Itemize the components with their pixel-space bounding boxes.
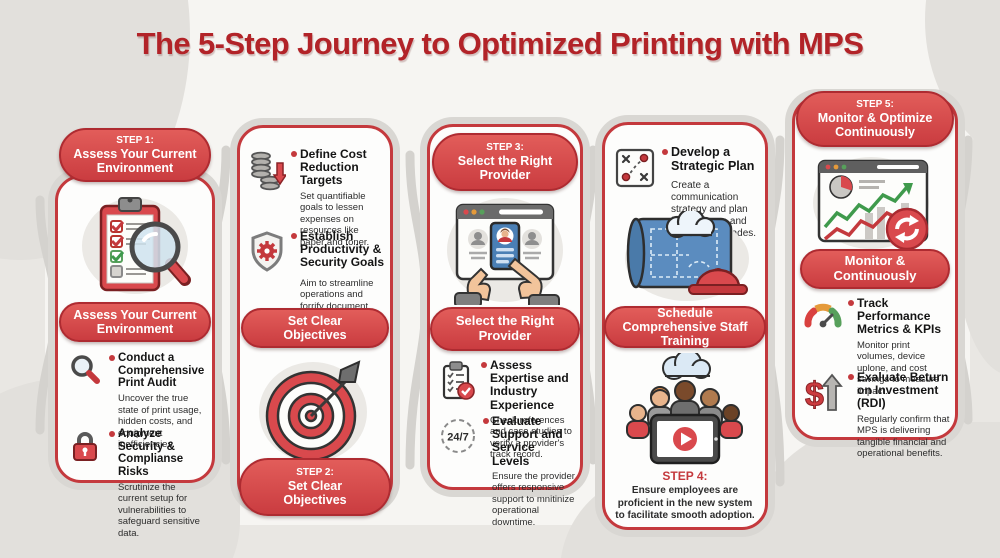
list-item: 24/7 Evaluate Support and Service Levels… xyxy=(438,414,575,529)
panel-step-4: Develop a Strategic Plan Create a commun… xyxy=(602,122,768,530)
step2-bottom-badge: STEP 2: Set Clear Objectives xyxy=(239,458,391,516)
panel-step-2: Define Cost Reduction Targets Set quanti… xyxy=(237,125,393,516)
step5-top-badge: STEP 5: Monitor & Optimize Continuously xyxy=(796,91,954,147)
page-title: The 5-Step Journey to Optimized Printing… xyxy=(136,26,864,61)
blueprint-hardhat-illustration xyxy=(615,207,755,308)
gauge-icon xyxy=(803,297,843,330)
step2-label: STEP 2: xyxy=(296,467,334,479)
panel-step-3: STEP 3: Select the Right Provider xyxy=(427,124,583,528)
lock-icon xyxy=(66,428,104,463)
target-dart-illustration xyxy=(255,354,375,471)
clipboard-magnifier-illustration xyxy=(74,190,196,303)
item-heading: Establish Productivity & Security Goals xyxy=(300,229,385,270)
strategy-plan-icon xyxy=(613,146,657,189)
bullet-dot xyxy=(483,418,489,424)
bullet-dot xyxy=(481,362,487,368)
svg-text:$: $ xyxy=(805,376,824,414)
item-heading: Assess Expertise and Industry Experience xyxy=(490,358,569,412)
step2-mid-badge: Set Clear Objectives xyxy=(241,308,389,348)
step1-label: STEP 1: xyxy=(116,135,154,147)
step5-top-title: Monitor & Optimize Continuously xyxy=(817,110,933,139)
panel-step-5: STEP 5: Monitor & Optimize Continuously xyxy=(792,91,958,459)
list-item: Conduct a Comprehensive Print Audit Unco… xyxy=(66,352,207,451)
step1-mid-badge: Assess Your Current Environment xyxy=(59,302,211,342)
item-heading: Evaluate Support and Service Levels xyxy=(492,414,563,468)
analytics-dashboard-illustration xyxy=(807,153,943,258)
bullet-dot xyxy=(848,374,854,380)
list-item: Define Cost Reduction Targets Set quanti… xyxy=(248,147,385,248)
magnifier-icon xyxy=(66,352,104,385)
item-heading: Track Performance Metrics & KPIs xyxy=(857,296,942,337)
bullet-dot xyxy=(848,300,854,306)
step1-mid-title: Assess Your Current Environment xyxy=(73,308,197,336)
panel-step-1: STEP 1: Assess Your Current Environment xyxy=(55,128,215,539)
bullet-dot xyxy=(291,233,297,239)
list-item: Analyze Security & Complianse Risks Scru… xyxy=(66,428,207,539)
item-heading: Develop a Strategic Plan xyxy=(671,145,755,173)
item-body: Monitor print volumes, device uplone, an… xyxy=(857,339,940,397)
bullet-dot xyxy=(109,355,115,361)
team-training-illustration xyxy=(618,349,752,474)
list-item: Track Performance Metrics & KPIs Monitor… xyxy=(803,296,950,397)
item-body: Set quantifiable goals to lessen expense… xyxy=(300,190,370,248)
step3-label: STEP 3: xyxy=(486,142,524,154)
bullet-dot xyxy=(109,431,115,437)
svg-text:24/7: 24/7 xyxy=(447,432,468,444)
step5-label: STEP 5: xyxy=(856,99,894,111)
shield-gear-icon xyxy=(248,230,286,273)
item-body: Check references and case studies to ver… xyxy=(490,414,572,461)
step5-mid-title: Monitor & Continuously xyxy=(833,253,917,283)
bullet-dot xyxy=(662,149,668,155)
step3-top-badge: STEP 3: Select the Right Provider xyxy=(432,133,578,191)
step3-mid-badge: Select the Right Provider xyxy=(430,307,580,351)
support-247-icon: 24/7 xyxy=(438,415,478,456)
step1-top-badge: STEP 1: Assess Your Current Environment xyxy=(59,128,211,182)
step2-mid-title: Set Clear Objectives xyxy=(283,314,347,342)
item-body: Scrutinize the current setup for vulnera… xyxy=(118,481,200,539)
item-heading: Define Cost Reduction Targets xyxy=(300,147,367,188)
item-body: Ensure the provider offers responsive su… xyxy=(492,470,575,529)
coins-decrease-icon xyxy=(248,148,286,193)
step3-top-title: Select the Right Provider xyxy=(457,153,553,182)
step4-mid-badge: Schedule Comprehensive Staff Training xyxy=(604,306,766,348)
item-body: Uncover the true state of print usage, h… xyxy=(118,392,202,451)
step1-top-title: Assess Your Current Environment xyxy=(73,146,197,175)
list-item: $ Exaluate Beturn on Investment (RDI) Re… xyxy=(803,370,950,460)
step5-mid-badge: Monitor & Continuously xyxy=(800,249,950,289)
step4-footer-text: Ensure employees are proficient in the n… xyxy=(615,485,755,521)
step4-footer-label: STEP 4: xyxy=(662,469,708,483)
item-heading: Conduct a Comprehensive Print Audit xyxy=(118,352,205,390)
dollar-growth-icon: $ xyxy=(803,371,843,416)
bullet-dot xyxy=(291,151,297,157)
item-heading: Exaluate Beturn on Investment (RDI) xyxy=(857,370,949,411)
step4-mid-title: Schedule Comprehensive Staff Training xyxy=(622,306,748,348)
item-body: Regularly confirm that MPS is delivering… xyxy=(857,413,950,460)
provider-selection-illustration xyxy=(439,195,571,310)
step3-mid-title: Select the Right Provider xyxy=(455,313,555,343)
step2-bottom-title: Set Clear Objectives xyxy=(283,478,347,507)
list-item: Assess Expertise and Industry Experience… xyxy=(438,358,575,461)
item-heading: Analyze Security & Complianse Risks xyxy=(118,428,184,478)
clipboard-check-icon xyxy=(438,359,476,402)
